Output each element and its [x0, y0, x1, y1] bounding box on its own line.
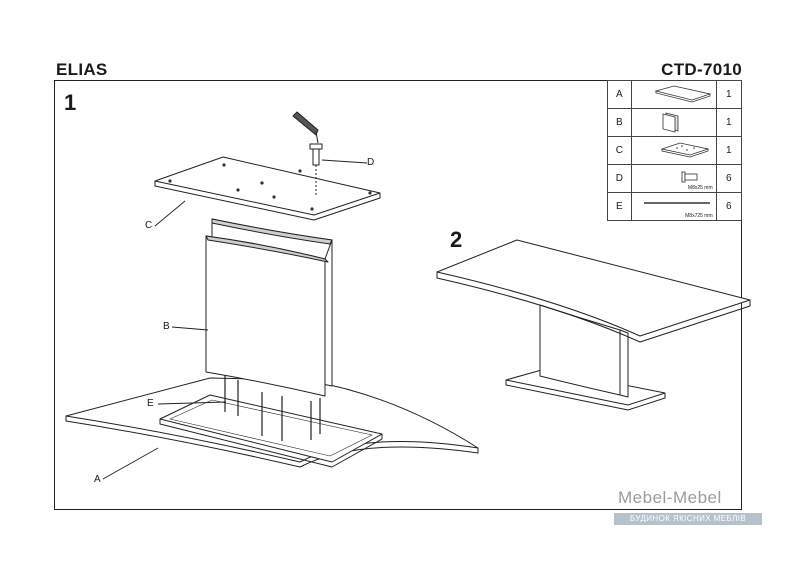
part-letter: E [607, 192, 632, 221]
callout-c: C [145, 220, 153, 231]
leg-panel-icon [630, 108, 717, 137]
leg-panels-drawing [205, 218, 333, 397]
part-qty: 6 [715, 192, 743, 221]
watermark-name: Mebel-Mebel [618, 488, 722, 507]
part-qty: 6 [715, 164, 743, 193]
callout-b: B [163, 321, 170, 332]
base-plate-icon [630, 136, 717, 165]
part-dimension: M8x25 mm [687, 185, 713, 191]
part-qty: 1 [715, 80, 743, 109]
part-letter: A [607, 80, 632, 109]
callout-a: A [94, 474, 101, 485]
bolt-drawing [292, 111, 323, 195]
parts-row: B 1 [607, 108, 743, 137]
part-qty: 1 [715, 136, 743, 165]
rod-icon: M8x725 mm [630, 192, 717, 221]
parts-list: A 1 B 1 C 1 D M8x25 mm 6 E M8x725 mm 6 [607, 80, 743, 221]
watermark-tagline: БУДИНОК ЯКІСНИХ МЕБЛІВ [614, 513, 762, 525]
parts-row: D M8x25 mm 6 [607, 164, 743, 193]
part-dimension: M8x725 mm [685, 213, 713, 219]
part-letter: B [607, 108, 632, 137]
tabletop-icon [630, 80, 717, 109]
product-code: CTD-7010 [661, 60, 742, 79]
threaded-rods-drawing [224, 375, 321, 441]
part-letter: D [607, 164, 632, 193]
callout-d: D [367, 157, 375, 168]
parts-row: C 1 [607, 136, 743, 165]
bolt-icon: M8x25 mm [630, 164, 717, 193]
part-letter: C [607, 136, 632, 165]
part-qty: 1 [715, 108, 743, 137]
parts-row: E M8x725 mm 6 [607, 192, 743, 221]
callout-leaders [102, 159, 368, 480]
parts-row: A 1 [607, 80, 743, 109]
assembled-table-drawing [436, 239, 751, 411]
callout-e: E [147, 398, 154, 409]
instruction-frame [54, 80, 742, 510]
top-plate-drawing [154, 156, 381, 221]
step-2-number: 2 [450, 227, 463, 252]
watermark: Mebel-Mebel БУДИНОК ЯКІСНИХ МЕБЛІВ [614, 488, 764, 528]
step-1-number: 1 [64, 90, 77, 115]
product-name: ELIAS [56, 60, 108, 79]
